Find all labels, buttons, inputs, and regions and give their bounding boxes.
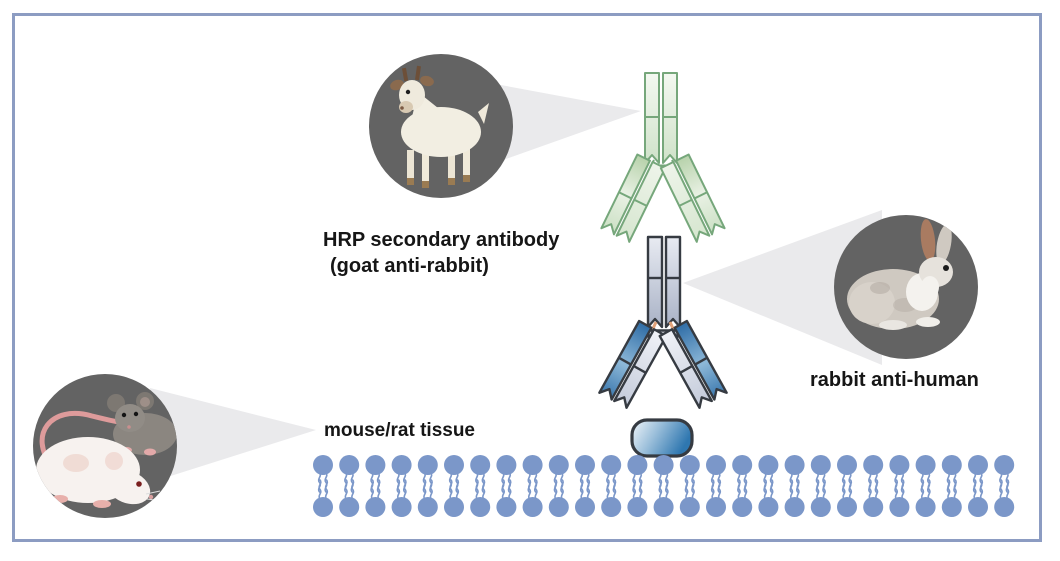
secondary-fc-region (644, 72, 678, 164)
primary-fc-region (646, 235, 682, 329)
secondary-fab-arm-left (600, 153, 667, 243)
primary-antibody-graphic (598, 235, 728, 409)
rabbit-photo (834, 215, 978, 359)
goat-illustration (390, 65, 489, 188)
secondary-antibody-graphic (600, 72, 726, 243)
goat-photo (369, 54, 513, 198)
antigen-graphic (630, 418, 694, 458)
secondary-antibody-label: HRP secondary antibody (goat anti-rabbit) (323, 227, 559, 279)
primary-fab-arm-right (658, 319, 728, 409)
tissue-label: mouse/rat tissue (324, 420, 475, 441)
rabbit-illustration (847, 219, 953, 330)
primary-antibody-label: rabbit anti-human (810, 369, 979, 391)
mouse-rat-photo (33, 374, 177, 518)
secondary-label-line2: (goat anti-rabbit) (330, 255, 489, 277)
mouse-rat-illustration (36, 392, 177, 508)
membrane-graphic (313, 455, 1015, 517)
callout-rabbit-to-primary (683, 210, 882, 365)
secondary-fab-arm-right (659, 153, 726, 243)
secondary-label-line1: HRP secondary antibody (323, 229, 560, 251)
primary-fab-arm-left (598, 319, 668, 409)
callout-mice-to-tissue (150, 388, 316, 480)
